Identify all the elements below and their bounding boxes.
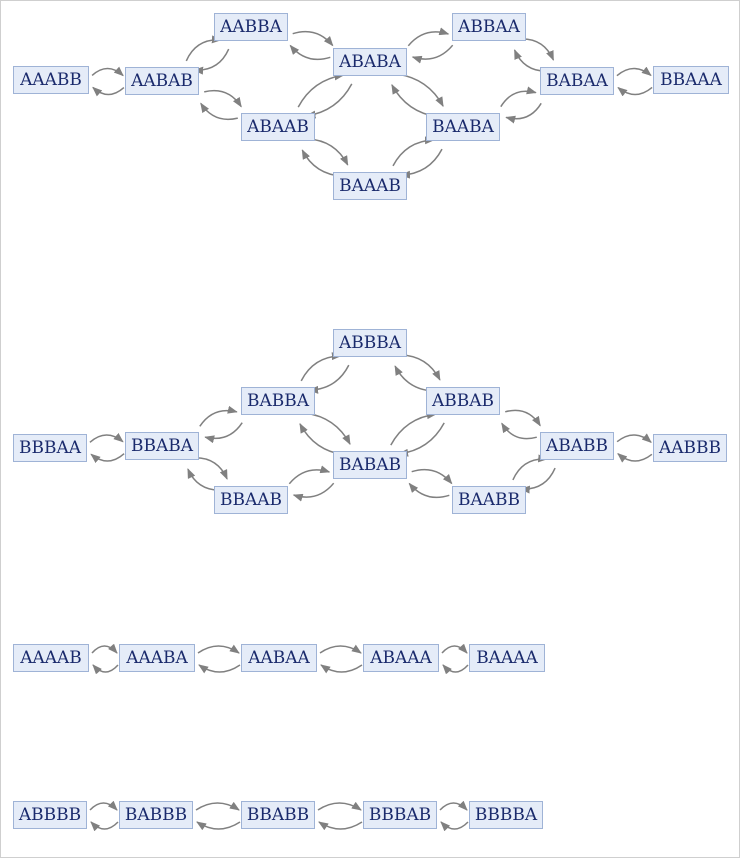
node-baabb: BAABB xyxy=(452,486,526,514)
node-ababb: ABABB xyxy=(540,432,614,460)
edge-abbab-ababb-forward-arrow xyxy=(505,409,541,427)
edge-babbb-bbabb-forward-arrow xyxy=(195,801,240,811)
node-babab: BABAB xyxy=(333,451,407,479)
edge-bbaab-babab-backward-arrow xyxy=(292,482,335,502)
edge-aaaab-aaaba-forward-arrow xyxy=(91,643,118,654)
edge-abaaa-baaaa-forward-arrow xyxy=(441,643,468,654)
edge-aabaa-abaaa-forward-arrow xyxy=(319,644,362,654)
edge-bbabb-bbbab-backward-arrow xyxy=(318,821,363,831)
edge-bbaba-babba-forward-arrow xyxy=(199,405,238,427)
node-aaaba: AAABA xyxy=(119,644,195,672)
edge-aabba-ababa-forward-arrow xyxy=(292,30,334,47)
edge-aabba-ababa-backward-arrow xyxy=(289,44,331,61)
edge-abbba-abbab-forward-arrow xyxy=(399,354,441,381)
edge-aabaa-abaaa-backward-arrow xyxy=(320,664,363,674)
edge-babab-baabb-backward-arrow xyxy=(408,482,450,499)
edge-aabab-abaab-backward-arrow xyxy=(200,102,238,121)
edge-babaa-bbaaa-forward-arrow xyxy=(616,66,652,77)
edge-aaabb-aabab-backward-arrow xyxy=(92,86,125,97)
node-babaa: BABAA xyxy=(540,67,614,95)
edge-bbaab-babab-forward-arrow xyxy=(288,465,331,485)
edge-abaaa-baaaa-backward-arrow xyxy=(442,664,469,675)
edge-bbbab-bbbba-backward-arrow xyxy=(440,821,469,832)
edge-aaaba-aabaa-forward-arrow xyxy=(197,644,240,654)
edge-bbaba-babba-backward-arrow xyxy=(204,422,243,444)
edge-abaab-baaab-forward-arrow xyxy=(307,138,349,166)
edge-abbab-ababb-backward-arrow xyxy=(501,422,537,440)
edge-babba-abbba-forward-arrow xyxy=(300,352,342,382)
node-aabaa: AABAA xyxy=(241,644,317,672)
edge-baabb-ababb-forward-arrow xyxy=(512,454,549,481)
node-baaaa: BAAAA xyxy=(469,644,545,672)
edge-babba-abbba-backward-arrow xyxy=(308,364,350,394)
node-abaab: ABAAB xyxy=(241,113,315,141)
node-abaaa: ABAAA xyxy=(363,644,439,672)
edge-bbbaa-bbaba-backward-arrow xyxy=(90,453,125,464)
edge-abaab-ababa-forward-arrow xyxy=(297,72,345,108)
node-abbab: ABBAB xyxy=(426,387,500,415)
node-bbbaa: BBBAA xyxy=(13,434,87,462)
edge-aabab-abaab-forward-arrow xyxy=(204,89,242,108)
edge-ababb-aabbb-backward-arrow xyxy=(617,453,653,463)
edge-bbaba-bbaab-forward-arrow xyxy=(192,457,228,480)
node-aaaab: AAAAB xyxy=(13,644,89,672)
node-aabba: AABBA xyxy=(214,13,288,41)
edge-abbbb-babbb-backward-arrow xyxy=(90,821,119,832)
node-baaab: BAAAB xyxy=(333,172,407,200)
node-aaabb: AAABB xyxy=(13,66,89,94)
edge-babab-abbab-forward-arrow xyxy=(390,411,437,446)
node-bbabb: BBABB xyxy=(241,801,315,829)
node-abbba: ABBBA xyxy=(333,329,407,357)
edge-ababa-abbaa-forward-arrow xyxy=(407,27,450,47)
node-bbaaa: BBAAA xyxy=(653,66,729,94)
edge-aabab-aabba-forward-arrow xyxy=(185,35,222,62)
node-aabbb: AABBB xyxy=(653,434,727,462)
node-baaba: BAABA xyxy=(426,113,500,141)
node-babba: BABBA xyxy=(241,387,315,415)
node-bbbab: BBBAB xyxy=(363,801,437,829)
edge-babab-baabb-forward-arrow xyxy=(411,468,453,485)
edge-ababa-abbaa-backward-arrow xyxy=(411,44,454,64)
edge-bbbaa-bbaba-forward-arrow xyxy=(89,432,124,443)
edge-baaba-babaa-forward-arrow xyxy=(500,86,537,108)
edge-abbaa-babaa-forward-arrow xyxy=(519,38,555,61)
edge-aaabb-aabab-forward-arrow xyxy=(91,66,124,77)
node-bbbba: BBBBA xyxy=(469,801,543,829)
edge-babbb-bbabb-backward-arrow xyxy=(196,821,241,831)
edge-baaab-baaba-backward-arrow xyxy=(400,148,443,179)
edge-baaba-babaa-backward-arrow xyxy=(505,102,542,124)
edge-bbabb-bbbab-forward-arrow xyxy=(317,801,362,811)
node-bbaba: BBABA xyxy=(125,432,199,460)
edge-aabab-aabba-backward-arrow xyxy=(193,48,230,75)
edge-aaaba-aabaa-backward-arrow xyxy=(198,664,241,674)
node-ababa: ABABA xyxy=(333,48,407,76)
node-aabab: AABAB xyxy=(125,67,199,95)
node-abbbb: ABBBB xyxy=(13,801,87,829)
edge-baaab-baaba-forward-arrow xyxy=(392,136,435,167)
node-bbaab: BBAAB xyxy=(214,486,288,514)
edge-babab-abbab-backward-arrow xyxy=(398,422,445,457)
node-babbb: BABBB xyxy=(119,801,193,829)
edge-babaa-bbaaa-backward-arrow xyxy=(617,86,653,97)
edge-abbbb-babbb-forward-arrow xyxy=(89,800,118,811)
edge-ababb-aabbb-forward-arrow xyxy=(616,433,652,443)
edge-aaaab-aaaba-backward-arrow xyxy=(92,664,119,675)
node-abbaa: ABBAA xyxy=(452,13,526,41)
edge-bbbab-bbbba-forward-arrow xyxy=(439,800,468,811)
